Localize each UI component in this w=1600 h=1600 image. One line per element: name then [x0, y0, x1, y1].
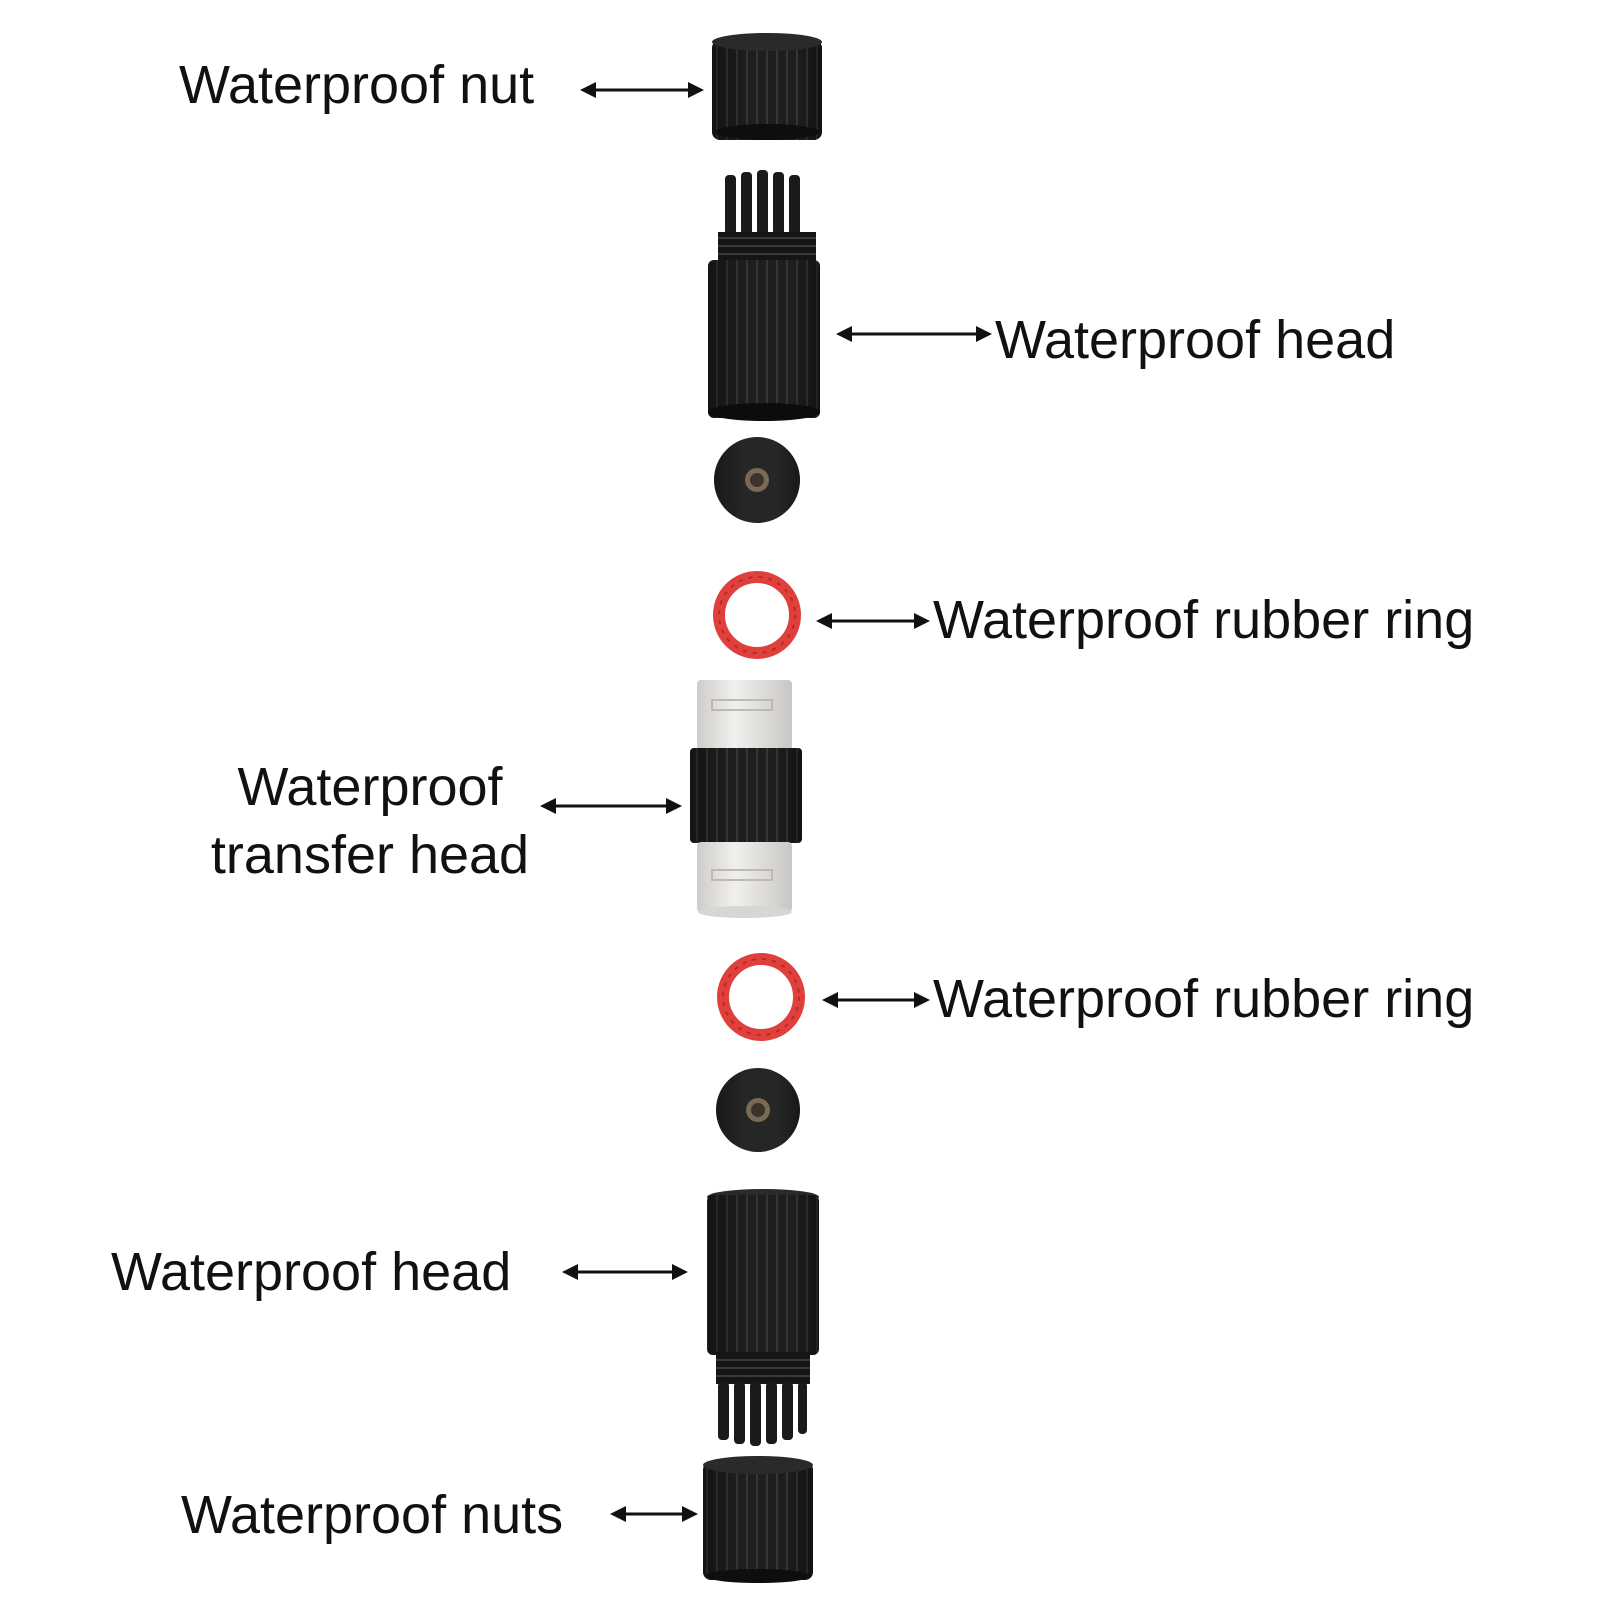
waterproof-head-top — [708, 170, 820, 421]
annotation-arrows — [540, 82, 992, 1522]
seal-grommet-top — [714, 437, 800, 523]
waterproof-nut-bottom — [703, 1456, 813, 1583]
label-waterproof-rubber-ring-top: Waterproof rubber ring — [933, 590, 1475, 650]
waterproof-head-bottom — [707, 1189, 819, 1446]
label-waterproof-rubber-ring-bottom: Waterproof rubber ring — [933, 969, 1475, 1029]
label-waterproof-head-top: Waterproof head — [995, 310, 1396, 370]
rubber-ring-bottom — [717, 953, 805, 1041]
label-waterproof-head-bottom: Waterproof head — [111, 1242, 512, 1302]
rubber-ring-top — [713, 571, 801, 659]
label-waterproof-nuts: Waterproof nuts — [181, 1485, 564, 1545]
label-waterproof-nut: Waterproof nut — [179, 55, 535, 115]
waterproof-nut-top — [712, 33, 822, 140]
label-waterproof-transfer-line2: transfer head — [210, 825, 530, 885]
waterproof-transfer-head — [690, 680, 802, 918]
seal-grommet-bottom — [716, 1068, 800, 1152]
label-waterproof-transfer-line1: Waterproof — [237, 757, 503, 817]
